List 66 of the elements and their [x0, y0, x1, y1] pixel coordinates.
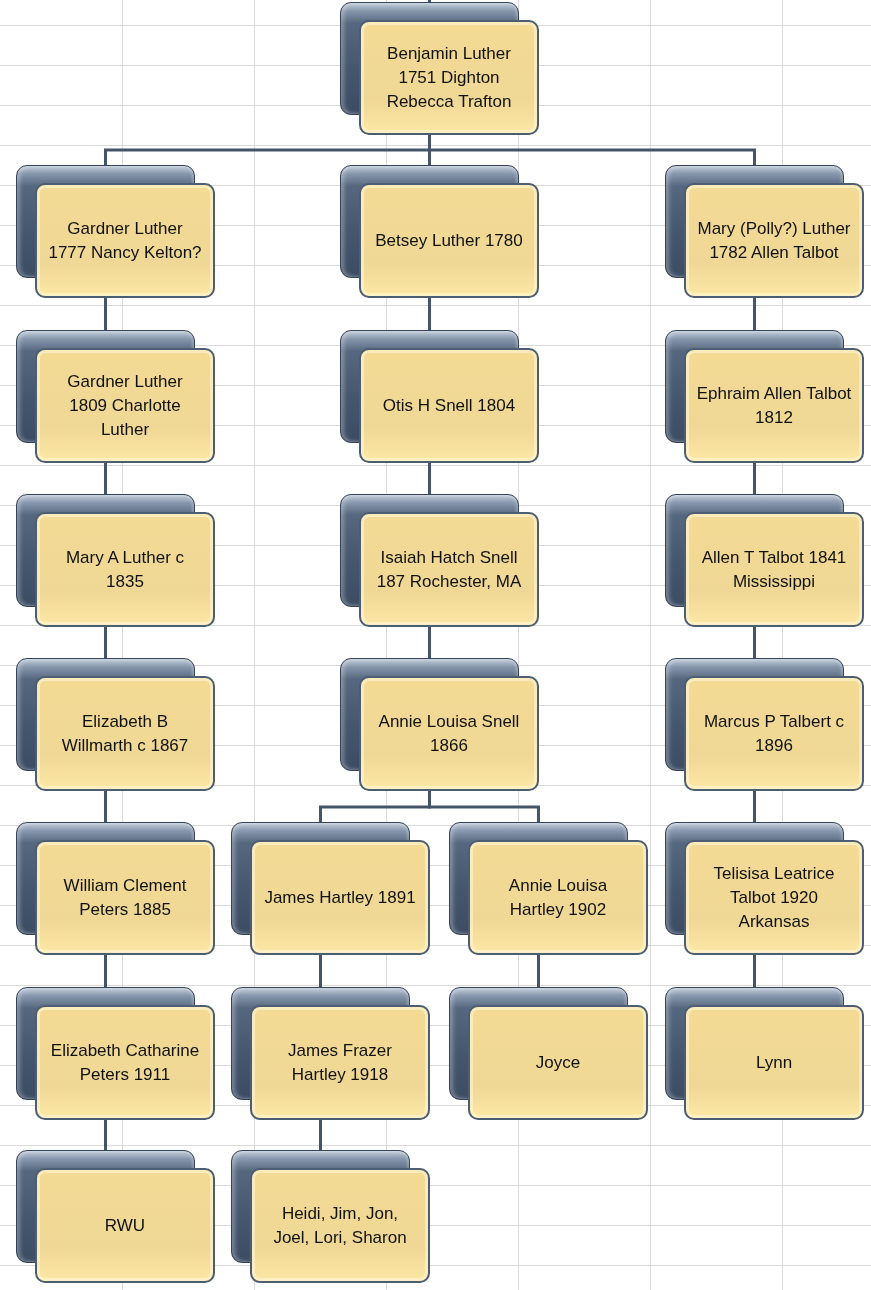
- person-card: [340, 330, 539, 463]
- person-card: [340, 494, 539, 627]
- person-name: James Hartley 1891: [264, 886, 416, 909]
- person-card: [16, 165, 215, 298]
- connector-line: [753, 955, 756, 987]
- person-card: [16, 987, 215, 1120]
- connector-line: [104, 791, 107, 822]
- person-card: [665, 165, 864, 298]
- person-card: [231, 822, 430, 955]
- person-card: [16, 658, 215, 791]
- person-card: [665, 330, 864, 463]
- connector-line: [104, 298, 107, 330]
- person-name: Annie Louisa Snell 1866: [377, 710, 521, 757]
- person-name: Allen T Talbot 1841 Mississippi: [700, 546, 848, 593]
- person-name: William Clement Peters 1885: [62, 874, 188, 921]
- person-card: [340, 165, 539, 298]
- person-name: Joyce: [535, 1051, 581, 1074]
- person-card: [449, 987, 648, 1120]
- person-card: [665, 987, 864, 1120]
- person-name: Annie Louisa Hartley 1902: [507, 874, 609, 921]
- person-name: Marcus P Talbert c 1896: [702, 710, 846, 757]
- person-card: [231, 987, 430, 1120]
- connector-line: [428, 298, 431, 330]
- person-name: Otis H Snell 1804: [382, 394, 516, 417]
- connector-line: [104, 627, 107, 658]
- connector-line: [428, 463, 431, 494]
- connector-line: [319, 1120, 322, 1150]
- connector-line: [104, 955, 107, 987]
- person-card: [665, 658, 864, 791]
- person-card: [340, 658, 539, 791]
- person-name: Elizabeth Catharine Peters 1911: [49, 1039, 201, 1086]
- person-card: [16, 330, 215, 463]
- connector-line: [428, 0, 431, 2]
- person-card: [449, 822, 648, 955]
- connector-line: [428, 135, 756, 165]
- connector-line: [753, 463, 756, 494]
- person-name: Elizabeth B Willmarth c 1867: [60, 710, 190, 757]
- person-name: James Frazer Hartley 1918: [287, 1039, 393, 1086]
- person-name: Lynn: [755, 1051, 793, 1074]
- person-card: [665, 494, 864, 627]
- person-name: Gardner Luther 1777 Nancy Kelton?: [47, 217, 203, 264]
- connector-line: [753, 627, 756, 658]
- person-name: Mary A Luther c 1835: [64, 546, 186, 593]
- connector-line: [104, 1120, 107, 1150]
- person-card: [16, 1150, 215, 1283]
- connector-line: [537, 955, 540, 987]
- connector-line: [104, 463, 107, 494]
- person-name: Gardner Luther 1809 Charlotte Luther: [66, 370, 184, 441]
- person-card: [665, 822, 864, 955]
- person-card: [231, 1150, 430, 1283]
- person-name: Heidi, Jim, Jon, Joel, Lori, Sharon: [272, 1202, 408, 1249]
- person-card: [16, 494, 215, 627]
- person-name: Ephraim Allen Talbot 1812: [696, 382, 852, 429]
- person-name: Telisisa Leatrice Talbot 1920 Arkansas: [712, 862, 836, 933]
- person-name: Betsey Luther 1780: [375, 229, 523, 252]
- connector-line: [753, 791, 756, 822]
- connector-line: [428, 791, 540, 822]
- person-card: [16, 822, 215, 955]
- person-name: Benjamin Luther 1751 Dighton Rebecca Trafton: [385, 42, 513, 113]
- connector-line: [753, 298, 756, 330]
- person-name: RWU: [104, 1214, 146, 1237]
- person-card: [340, 2, 539, 135]
- connector-line: [319, 955, 322, 987]
- connector-line: [428, 627, 431, 658]
- person-name: Mary (Polly?) Luther 1782 Allen Talbot: [696, 217, 852, 264]
- person-name: Isaiah Hatch Snell 187 Rochester, MA: [375, 546, 523, 593]
